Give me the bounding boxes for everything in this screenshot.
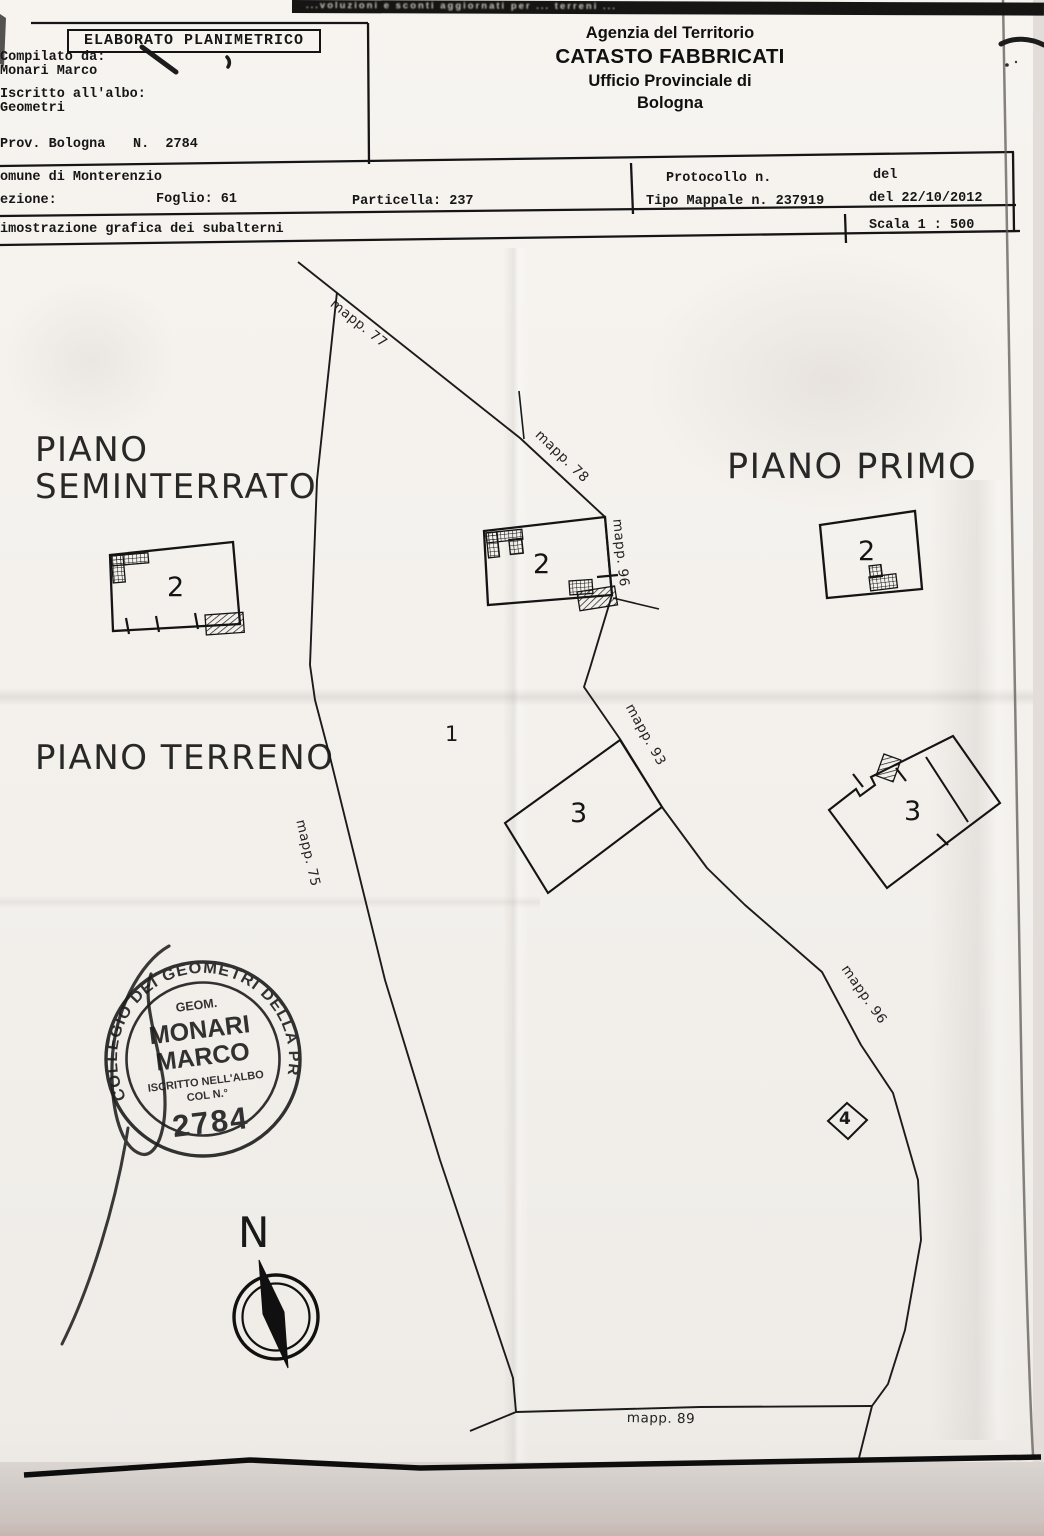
unit-number-primo: 2 xyxy=(858,536,876,567)
paper-crease-vertical xyxy=(503,248,529,1463)
agency-name: Agenzia del Territorio xyxy=(585,24,755,42)
north-compass xyxy=(232,1259,320,1369)
compiled-by-label: Compilato da: xyxy=(0,50,106,65)
scan-right-margin xyxy=(1033,0,1044,1462)
unit-number-seminterrato: 2 xyxy=(167,572,185,603)
register-number: N. 2784 xyxy=(133,137,198,152)
floor-label-seminterrato-1: PIANO xyxy=(35,430,149,470)
boundary-mapp75 xyxy=(309,291,517,1413)
parcel-number-1: 1 xyxy=(445,722,459,746)
albo-value: Geometri xyxy=(0,101,65,116)
stamp-title: GEOM. xyxy=(175,996,218,1015)
sezione-label: ezione: xyxy=(0,193,57,208)
unit-number-terreno-right: 3 xyxy=(904,796,922,827)
stamp-albo-1: ISCRITTO NELL'ALBO xyxy=(147,1069,265,1095)
opening-ticks xyxy=(124,573,949,846)
boundary-spur-mid xyxy=(612,597,660,610)
elaborato-title-box: ELABORATO PLANIMETRICO xyxy=(67,29,321,53)
surveyor-stamp: COLLEGIO DEI GEOMETRI DELLA PROV. DI BOL… xyxy=(101,957,305,1158)
paper-crease-horizontal-2 xyxy=(0,896,540,908)
protocollo-label: Protocollo n. xyxy=(666,171,772,186)
paper-crease-horizontal xyxy=(0,688,1044,706)
scale: Scala 1 : 500 xyxy=(869,218,975,233)
stamp-number: 2784 xyxy=(170,1100,251,1144)
office-line1: Ufficio Provinciale di xyxy=(588,72,752,90)
compass-needle xyxy=(258,1259,289,1369)
particella: Particella: 237 xyxy=(352,194,474,209)
paper-shading-2 xyxy=(0,280,180,440)
floor-label-seminterrato-2: SEMINTERRATO xyxy=(35,467,318,507)
parcel-label-mapp78: mapp. 78 xyxy=(531,427,593,486)
unit-number-terreno-center: 3 xyxy=(570,798,588,829)
tipo-mappale-date: del 22/10/2012 xyxy=(869,191,983,206)
unit-number-annex: 4 xyxy=(839,1109,851,1129)
floor-label-terreno: PIANO TERRENO xyxy=(35,738,335,778)
catasto-title: CATASTO FABBRICATI xyxy=(555,45,785,68)
boundary-mapp77-78 xyxy=(297,261,606,518)
parcel-label-mapp96-upper: mapp. 96 xyxy=(609,518,633,588)
parcel-label-mapp96-lower: mapp. 96 xyxy=(837,962,891,1028)
stamp-ring-text: COLLEGIO DEI GEOMETRI DELLA PROV. DI BOL… xyxy=(101,957,305,1105)
parcel-label-mapp89: mapp. 89 xyxy=(626,1410,696,1428)
paper-shading xyxy=(640,250,1020,510)
svg-text:COLLEGIO DEI GEOMETRI DELLA PR: COLLEGIO DEI GEOMETRI DELLA PROV. DI BOL… xyxy=(101,957,305,1105)
comune: omune di Monterenzio xyxy=(0,170,163,185)
building-outlines xyxy=(108,509,1002,1141)
parcel-label-mapp93: mapp. 93 xyxy=(622,701,670,769)
document-title: ELABORATO PLANIMETRICO xyxy=(83,32,305,49)
paper-crease-right xyxy=(930,480,1015,1440)
north-label: N xyxy=(238,1208,270,1257)
stamp-albo-2: COL N.° xyxy=(186,1087,229,1104)
tipo-mappale: Tipo Mappale n. 237919 xyxy=(646,194,825,209)
scan-top-cropped-strip: ...voluzioni e sconti aggiornati per ...… xyxy=(291,0,1044,16)
albo-label: Iscritto all'albo: xyxy=(0,87,146,102)
agency-header: Agenzia del Territorio CATASTO FABBRICAT… xyxy=(540,22,800,114)
floor-label-primo: PIANO PRIMO xyxy=(727,447,978,487)
parcel-label-mapp77: mapp. 77 xyxy=(327,296,391,352)
cropped-strip-text: ...voluzioni e sconti aggiornati per ...… xyxy=(305,0,617,13)
compiled-by-name: Monari Marco xyxy=(0,64,98,79)
scan-background-below-page xyxy=(0,1462,1044,1536)
province: Prov. Bologna xyxy=(0,137,106,152)
unit-number-central: 2 xyxy=(533,549,551,580)
parcel-label-mapp75: mapp. 75 xyxy=(292,818,324,889)
protocollo-date-label: del xyxy=(873,168,898,183)
stamp-name-1: MONARI xyxy=(147,1010,251,1050)
office-line2: Bologna xyxy=(637,94,703,112)
form-rule-lines xyxy=(0,21,1021,247)
caption: imostrazione grafica dei subalterni xyxy=(0,222,284,237)
signature-stroke xyxy=(60,944,171,1346)
foglio: Foglio: 61 xyxy=(156,192,238,207)
stamp-name-2: MARCO xyxy=(154,1037,251,1076)
